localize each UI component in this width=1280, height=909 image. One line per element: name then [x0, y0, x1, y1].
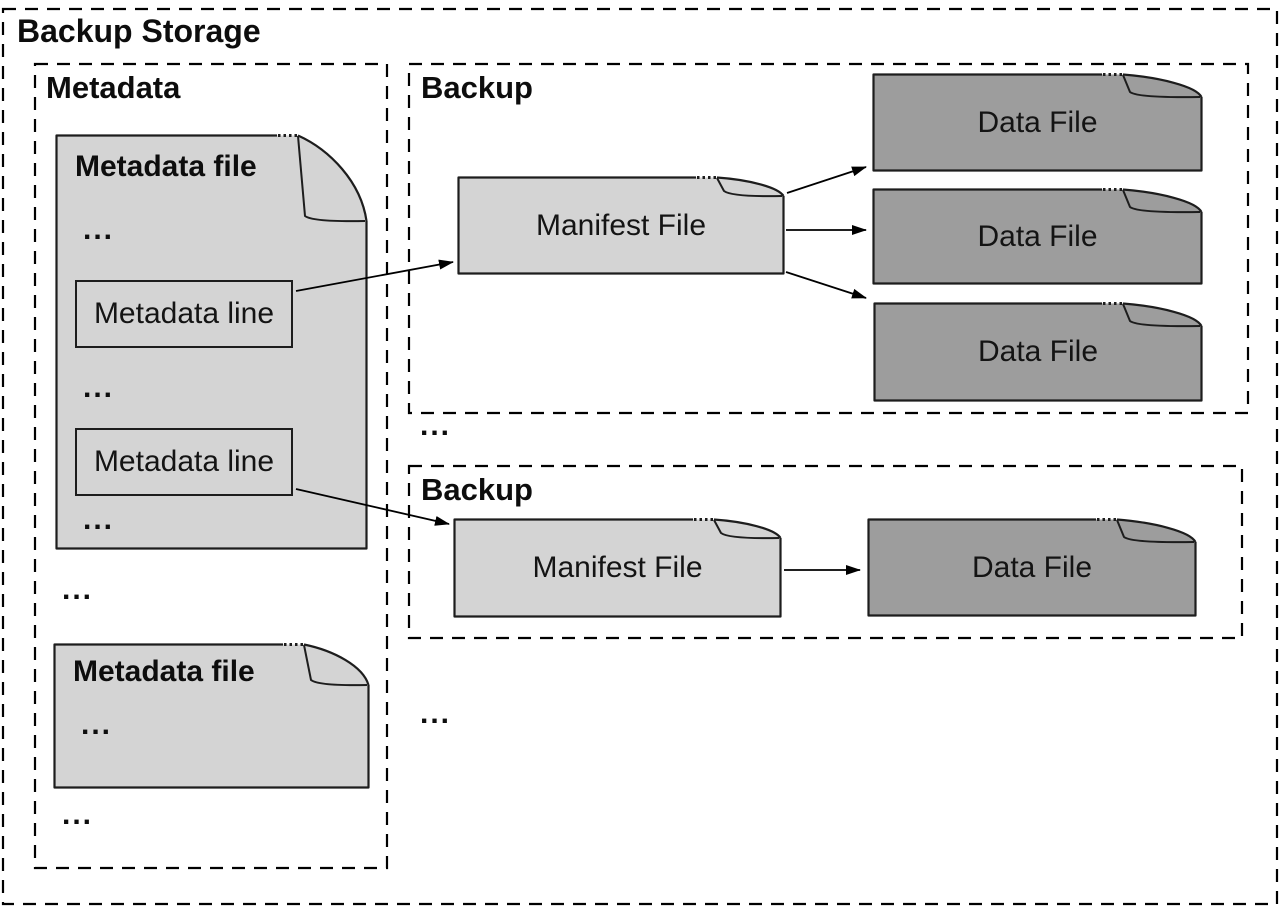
manifest-file-1: Manifest File — [457, 176, 785, 275]
data-file-4: Data File — [867, 518, 1197, 617]
ellipsis: ... — [62, 573, 94, 606]
data-file-4-label: Data File — [971, 550, 1093, 584]
data-file-1-label: Data File — [977, 105, 1098, 139]
ellipsis: ... — [420, 697, 452, 730]
ellipsis: ... — [81, 708, 113, 741]
document-shape — [55, 134, 368, 550]
metadata-line-1-label: Metadata line — [93, 297, 275, 330]
backup-storage-label: Backup Storage — [17, 13, 261, 49]
data-file-3-label: Data File — [977, 335, 1099, 368]
document-shape — [872, 73, 1203, 172]
backup-group-1-label: Backup — [421, 70, 533, 105]
document-shape — [453, 518, 782, 618]
metadata-file-1-title: Metadata file — [75, 150, 257, 183]
ellipsis: ... — [62, 798, 94, 831]
document-shape — [457, 176, 785, 275]
data-file-3: Data File — [873, 302, 1203, 402]
document-shape — [867, 518, 1197, 617]
metadata-file-2-title: Metadata file — [73, 655, 255, 688]
data-file-2: Data File — [872, 188, 1203, 285]
data-file-2-label: Data File — [977, 219, 1098, 253]
manifest-file-2: Manifest File — [453, 518, 782, 618]
metadata-line-2-label: Metadata line — [93, 445, 275, 478]
arrow-manifest1-to-datafile1 — [786, 166, 867, 194]
document-shape — [872, 188, 1203, 285]
arrow-manifest1-to-datafile3 — [785, 271, 867, 299]
ellipsis: ... — [83, 371, 115, 404]
document-shape — [53, 643, 370, 789]
ellipsis: ... — [83, 213, 115, 246]
ellipsis: ... — [420, 409, 452, 442]
manifest-file-1-label: Manifest File — [535, 208, 707, 242]
metadata-group-label: Metadata — [46, 70, 181, 105]
data-file-1: Data File — [872, 73, 1203, 172]
metadata-line-2: Metadata line — [75, 428, 293, 496]
ellipsis: ... — [83, 503, 115, 536]
metadata-file-2: Metadata file ... — [53, 643, 370, 789]
backup-group-2-label: Backup — [421, 472, 533, 507]
metadata-file-1: Metadata file ... Metadata line ... Meta… — [55, 134, 368, 550]
document-shape — [873, 302, 1203, 402]
manifest-file-2-label: Manifest File — [532, 551, 703, 584]
metadata-line-1: Metadata line — [75, 280, 293, 348]
